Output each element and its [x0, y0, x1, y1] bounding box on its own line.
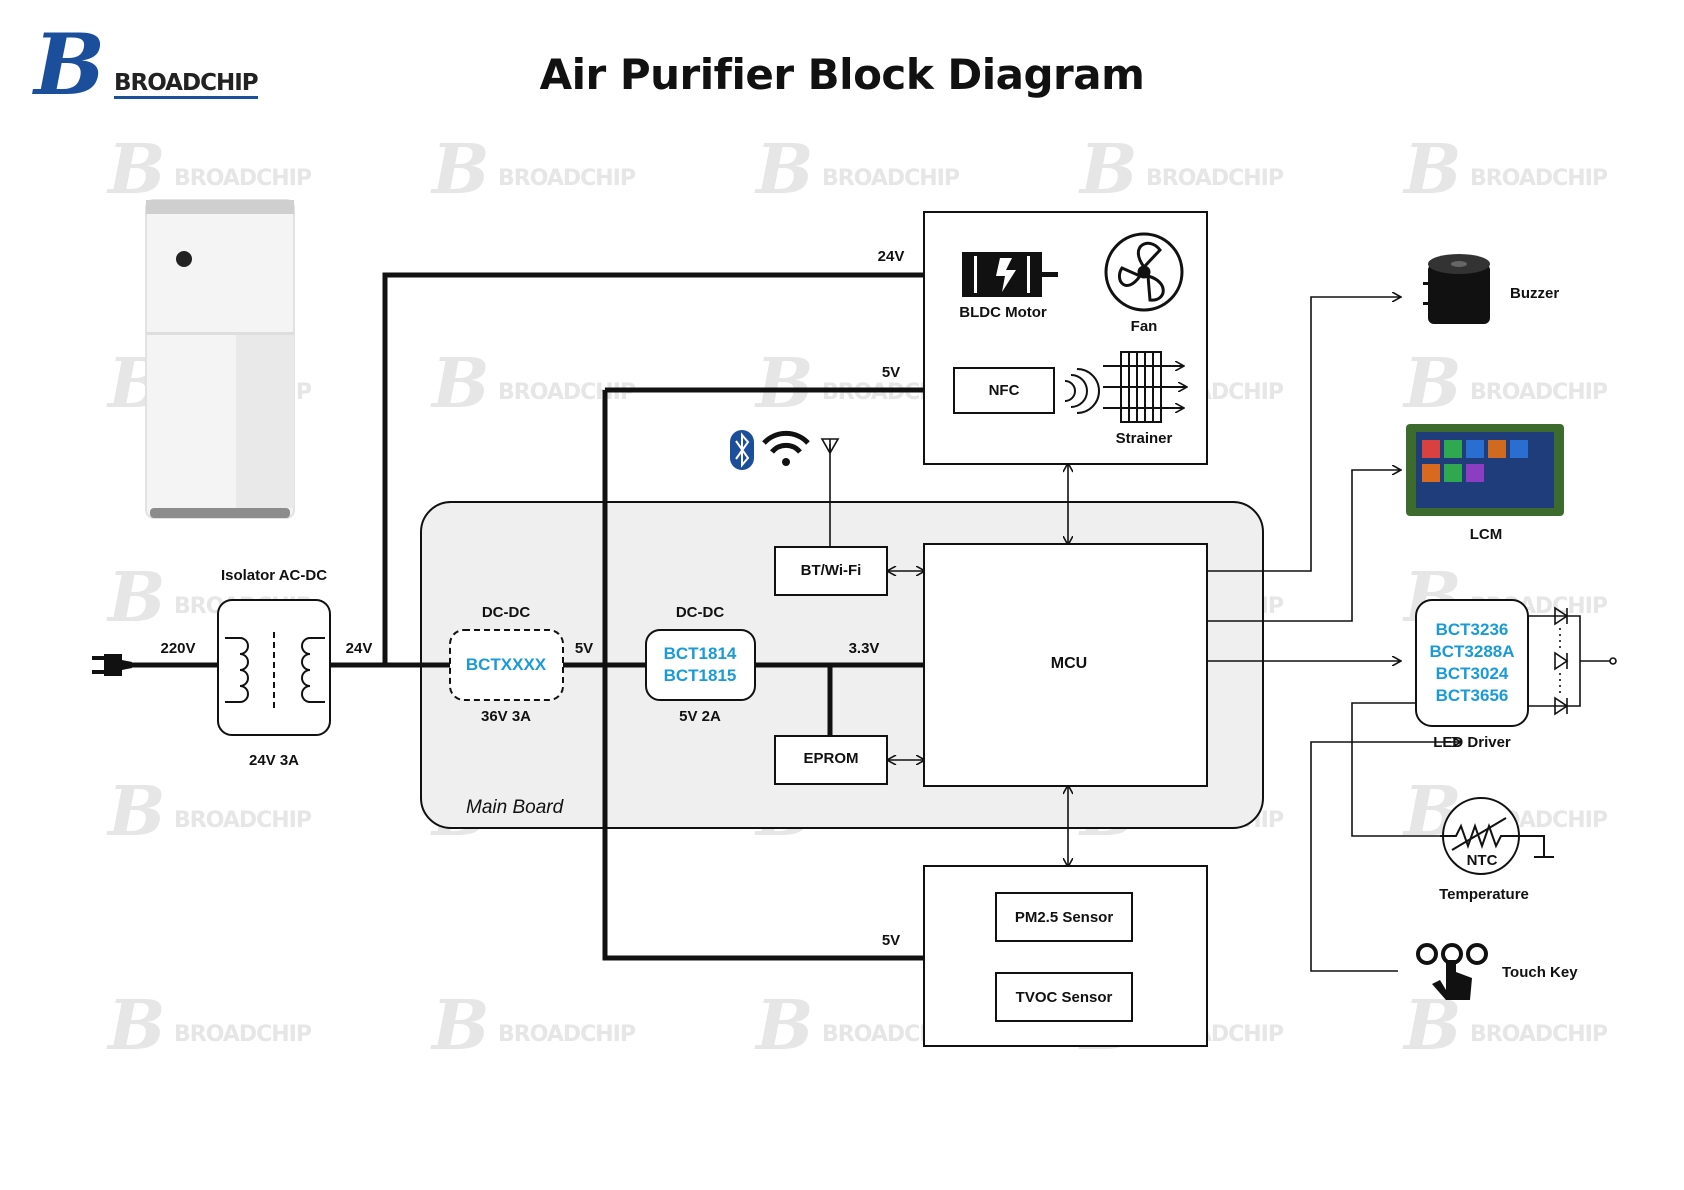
plug-icon	[92, 654, 132, 676]
eprom-block: EPROM	[803, 750, 859, 767]
tvoc-sensor-block: TVOC Sensor	[1015, 989, 1113, 1006]
led-driver-part-2: BCT3288A	[1429, 642, 1515, 661]
logo-text: BROADCHIP	[114, 70, 259, 99]
led-driver-part-3: BCT3024	[1435, 664, 1509, 683]
dcdc2-title: DC-DC	[675, 604, 725, 621]
isolator-title: Isolator AC-DC	[220, 567, 328, 584]
nfc-block: NFC	[988, 382, 1020, 399]
ntc-thermistor-icon	[1440, 797, 1554, 875]
bluetooth-icon	[730, 430, 754, 470]
isolator-rating: 24V 3A	[248, 752, 300, 769]
touch-key-icon	[1416, 943, 1488, 1000]
nfc-waves-icon	[1064, 368, 1100, 414]
led-driver-part-1: BCT3236	[1435, 620, 1509, 639]
touch-key-label: Touch Key	[1502, 964, 1578, 981]
lcm-label: LCM	[1469, 526, 1503, 543]
strainer-icon	[1103, 351, 1186, 423]
pm25-sensor-block: PM2.5 Sensor	[1014, 909, 1114, 926]
main-board-label: Main Board	[466, 797, 563, 819]
led-driver-label: LED Driver	[1433, 734, 1511, 751]
wifi-icon	[762, 430, 810, 466]
bldc-motor-icon	[962, 252, 1058, 297]
fan-icon	[1104, 232, 1184, 312]
buzzer-icon	[1423, 254, 1490, 324]
temperature-label: Temperature	[1439, 886, 1529, 903]
dcdc2-rating: 5V 2A	[679, 708, 721, 725]
dcdc2-part-2: BCT1815	[663, 666, 737, 685]
nfc-voltage-label: 5V	[881, 364, 901, 381]
strainer-label: Strainer	[1115, 430, 1173, 447]
rail-5v-label: 5V	[574, 640, 594, 657]
dcdc1-title: DC-DC	[481, 604, 531, 621]
fan-label: Fan	[1130, 318, 1158, 335]
page-title: Air Purifier Block Diagram	[539, 50, 1145, 99]
bldc-motor-label: BLDC Motor	[959, 304, 1047, 321]
logo-letter: B	[34, 15, 105, 114]
ntc-label: NTC	[1466, 852, 1498, 869]
antenna-icon	[820, 438, 840, 455]
air-purifier-image	[145, 199, 295, 519]
motor-voltage-label: 24V	[877, 248, 905, 265]
transformer-icon	[225, 632, 325, 712]
lcm-display-icon	[1406, 424, 1564, 516]
buzzer-label: Buzzer	[1510, 285, 1560, 302]
ac-input-label: 220V	[160, 640, 196, 657]
dcdc1-part: BCTXXXX	[465, 655, 547, 674]
led-diode-icon	[1528, 606, 1617, 716]
mcu-block: MCU	[1050, 655, 1088, 672]
dcdc1-rating: 36V 3A	[480, 708, 532, 725]
output-24v-label: 24V	[345, 640, 373, 657]
sensor-voltage-label: 5V	[881, 932, 901, 949]
broadchip-logo: B BROADCHIP	[34, 15, 259, 114]
dcdc2-part-1: BCT1814	[663, 644, 737, 663]
main-board-text: Main Board	[466, 797, 564, 818]
btwifi-block: BT/Wi-Fi	[800, 562, 862, 579]
rail-3v3-label: 3.3V	[848, 640, 880, 657]
led-driver-part-4: BCT3656	[1435, 686, 1509, 705]
